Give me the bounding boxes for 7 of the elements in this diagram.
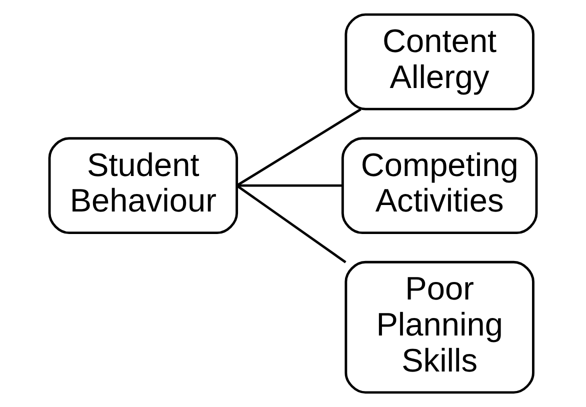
- connector: [236, 184, 346, 264]
- node-box: Competing Activities: [341, 137, 538, 234]
- node-box: Poor Planning Skills: [344, 260, 534, 394]
- node-box: Student Behaviour: [48, 137, 238, 234]
- node-box: Content Allergy: [344, 13, 534, 110]
- connector: [236, 108, 362, 187]
- connector: [236, 184, 342, 187]
